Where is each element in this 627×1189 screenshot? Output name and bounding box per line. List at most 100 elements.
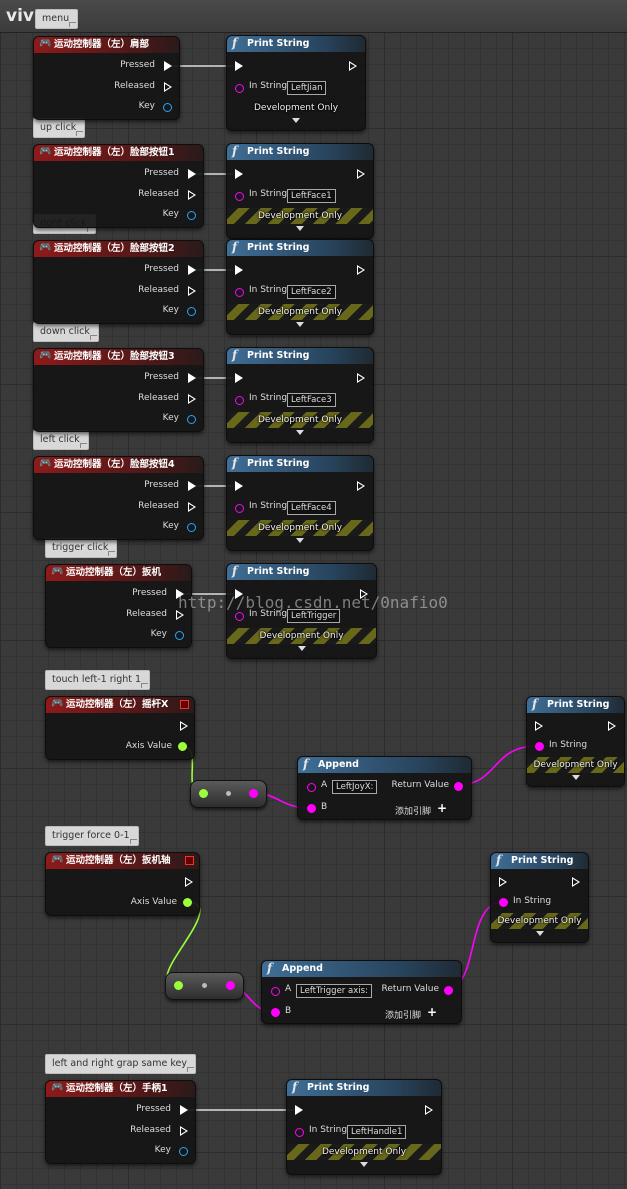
released-exec-pin[interactable] xyxy=(188,190,196,200)
exec-in-pin[interactable] xyxy=(235,589,243,599)
expand-chevron[interactable] xyxy=(360,1162,368,1167)
released-exec-pin[interactable] xyxy=(176,610,184,620)
exec-out-pin[interactable] xyxy=(608,721,616,731)
in-string-value[interactable]: LeftHandle1 xyxy=(347,1125,407,1139)
key-pin[interactable] xyxy=(187,523,196,532)
a-pin[interactable] xyxy=(271,987,280,996)
expand-chevron[interactable] xyxy=(297,646,306,651)
comment-bubble[interactable]: menu xyxy=(35,9,79,29)
key-pin[interactable] xyxy=(187,211,196,220)
exec-in-pin[interactable] xyxy=(499,877,507,887)
exec-out-pin[interactable] xyxy=(357,265,365,275)
released-exec-pin[interactable] xyxy=(188,502,196,512)
exec-in-pin[interactable] xyxy=(295,1105,303,1115)
comment-bubble[interactable]: trigger click xyxy=(45,538,118,558)
expand-chevron[interactable] xyxy=(296,538,304,543)
in-string-pin[interactable] xyxy=(235,612,244,621)
expand-chevron[interactable] xyxy=(296,322,304,327)
conv-in-pin[interactable] xyxy=(199,789,208,798)
axis-event-node[interactable]: 运动控制器（左）摇杆X🎮Axis Value xyxy=(45,696,195,760)
float-to-string-node[interactable] xyxy=(165,972,244,1000)
key-pin[interactable] xyxy=(179,1147,188,1156)
pressed-exec-pin[interactable] xyxy=(176,589,184,599)
key-pin[interactable] xyxy=(175,631,184,640)
comment-bubble[interactable]: trigger force 0-1 xyxy=(45,826,139,846)
exec-out-pin[interactable] xyxy=(180,721,188,731)
in-string-pin[interactable] xyxy=(535,742,544,751)
key-pin[interactable] xyxy=(187,415,196,424)
comment-bubble[interactable]: left click xyxy=(33,430,89,450)
exec-out-pin[interactable] xyxy=(349,61,357,71)
exec-in-pin[interactable] xyxy=(235,373,243,383)
in-string-value[interactable]: LeftJian xyxy=(287,81,327,95)
exec-in-pin[interactable] xyxy=(235,265,243,275)
exec-out-pin[interactable] xyxy=(360,589,368,599)
exec-out-pin[interactable] xyxy=(357,169,365,179)
pressed-exec-pin[interactable] xyxy=(188,481,196,491)
in-string-pin[interactable] xyxy=(235,192,244,201)
add-pin-icon[interactable]: + xyxy=(426,1005,437,1019)
in-string-pin[interactable] xyxy=(499,898,508,907)
delegate-pin-icon[interactable] xyxy=(185,856,194,865)
exec-out-pin[interactable] xyxy=(425,1105,433,1115)
in-string-value[interactable]: LeftFace4 xyxy=(287,501,336,515)
in-string-pin[interactable] xyxy=(235,288,244,297)
a-pin[interactable] xyxy=(307,783,316,792)
conv-in-pin[interactable] xyxy=(174,981,183,990)
key-pin[interactable] xyxy=(163,103,172,112)
a-value-field[interactable]: LeftTrigger axis: xyxy=(296,984,372,998)
expand-chevron[interactable] xyxy=(296,226,304,231)
exec-in-pin[interactable] xyxy=(235,481,243,491)
exec-in-pin[interactable] xyxy=(235,169,243,179)
conv-out-pin[interactable] xyxy=(226,981,235,990)
exec-out-pin[interactable] xyxy=(185,877,193,887)
return-value-pin[interactable] xyxy=(444,986,453,995)
a-value-field[interactable]: LeftJoyX: xyxy=(332,780,378,794)
expand-chevron[interactable] xyxy=(292,118,300,123)
exec-in-pin[interactable] xyxy=(235,61,243,71)
key-pin[interactable] xyxy=(187,307,196,316)
in-string-pin[interactable] xyxy=(235,504,244,513)
released-exec-pin[interactable] xyxy=(180,1126,188,1136)
add-pin-icon[interactable]: + xyxy=(436,801,447,815)
b-pin[interactable] xyxy=(271,1008,280,1017)
axis-event-node[interactable]: 运动控制器（左）扳机轴🎮Axis Value xyxy=(45,852,200,916)
pressed-exec-pin[interactable] xyxy=(164,61,172,71)
pressed-exec-pin[interactable] xyxy=(188,373,196,383)
released-exec-pin[interactable] xyxy=(164,82,172,92)
in-string-value[interactable]: LeftFace3 xyxy=(287,393,336,407)
exec-out-pin[interactable] xyxy=(572,877,580,887)
in-string-value[interactable]: LeftFace2 xyxy=(287,285,336,299)
b-pin[interactable] xyxy=(307,804,316,813)
return-value-pin[interactable] xyxy=(454,782,463,791)
pressed-exec-pin[interactable] xyxy=(180,1105,188,1115)
comment-bubble[interactable]: left and right grap same key xyxy=(45,1054,196,1074)
expand-chevron[interactable] xyxy=(571,775,580,780)
exec-in-pin[interactable] xyxy=(535,721,543,731)
released-exec-pin[interactable] xyxy=(188,286,196,296)
in-string-pin[interactable] xyxy=(235,396,244,405)
exec-out-pin[interactable] xyxy=(357,481,365,491)
in-string-value[interactable]: LeftTrigger xyxy=(287,609,341,623)
released-exec-pin[interactable] xyxy=(188,394,196,404)
comment-bubble[interactable]: touch left-1 right 1 xyxy=(45,670,151,690)
conv-out-pin[interactable] xyxy=(249,789,258,798)
in-string-pin[interactable] xyxy=(295,1128,304,1137)
pressed-exec-pin[interactable] xyxy=(188,169,196,179)
in-string-value[interactable]: LeftFace1 xyxy=(287,189,336,203)
